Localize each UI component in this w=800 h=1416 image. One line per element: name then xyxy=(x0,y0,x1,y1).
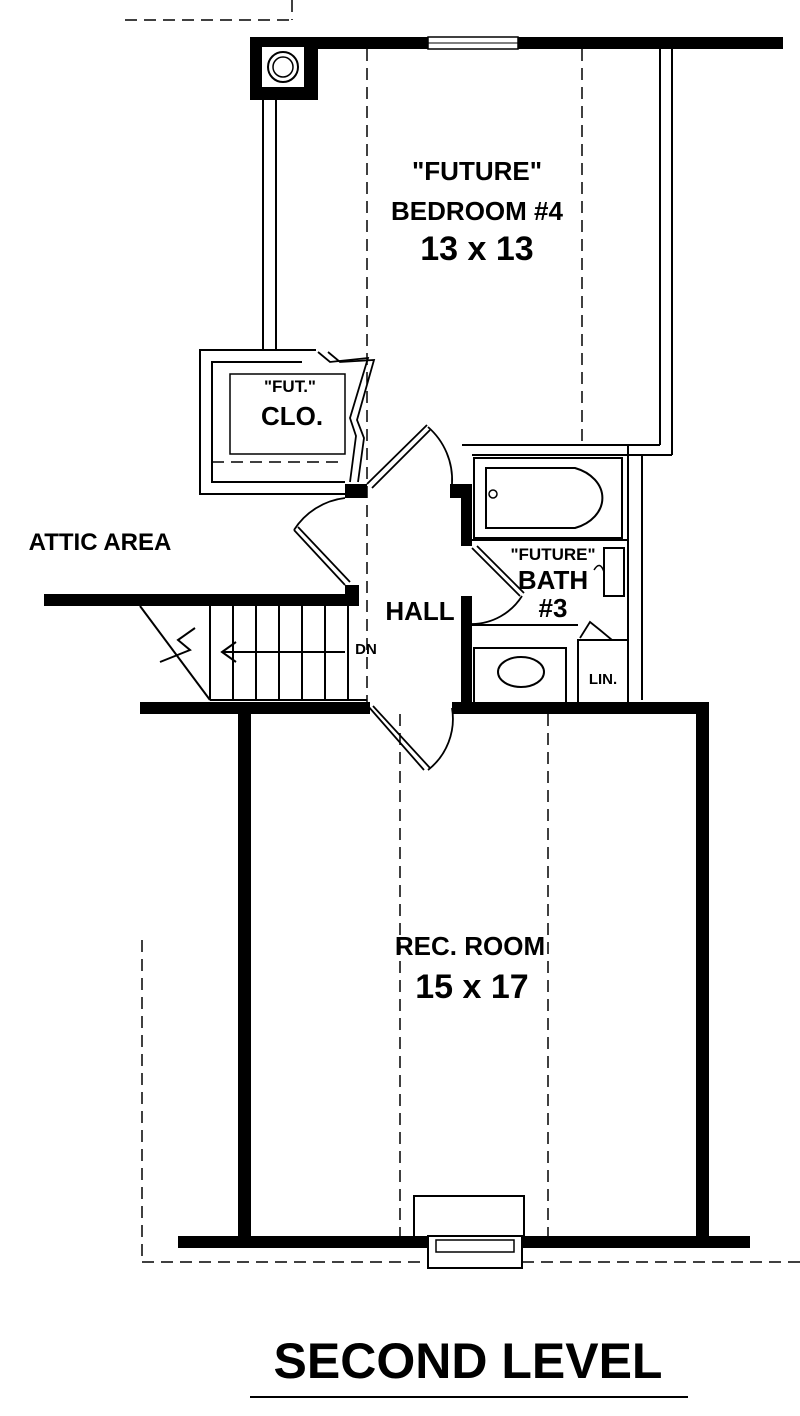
bath-3-walls xyxy=(462,444,643,704)
linen-label: LIN. xyxy=(589,671,617,688)
upper-dashed-reference xyxy=(125,0,293,21)
closet-label-line1: "FUT." xyxy=(264,377,316,396)
hall-walls xyxy=(293,424,525,771)
bedroom-4-label-line1: "FUTURE" xyxy=(412,156,542,186)
bath-3-label-line3: #3 xyxy=(539,593,568,623)
bedroom-4-walls xyxy=(250,36,783,708)
bath-3-label-line2: BATH xyxy=(518,565,588,595)
bedroom-4-size: 13 x 13 xyxy=(420,230,533,268)
bedroom-4-label-line2: BEDROOM #4 xyxy=(391,196,563,226)
rec-room-size: 15 x 17 xyxy=(415,968,528,1006)
stair xyxy=(44,594,367,701)
rec-room-label: REC. ROOM xyxy=(395,931,545,961)
stair-down-label: DN xyxy=(355,641,377,658)
bath-3-label-line1: "FUTURE" xyxy=(510,545,595,564)
closet-walls xyxy=(199,349,376,495)
closet-label-line2: CLO. xyxy=(261,401,323,431)
hall-label: HALL xyxy=(385,596,454,626)
rec-room-walls xyxy=(140,702,800,1269)
attic-area-label: ATTIC AREA xyxy=(29,529,172,556)
plan-title: SECOND LEVEL xyxy=(274,1333,663,1389)
